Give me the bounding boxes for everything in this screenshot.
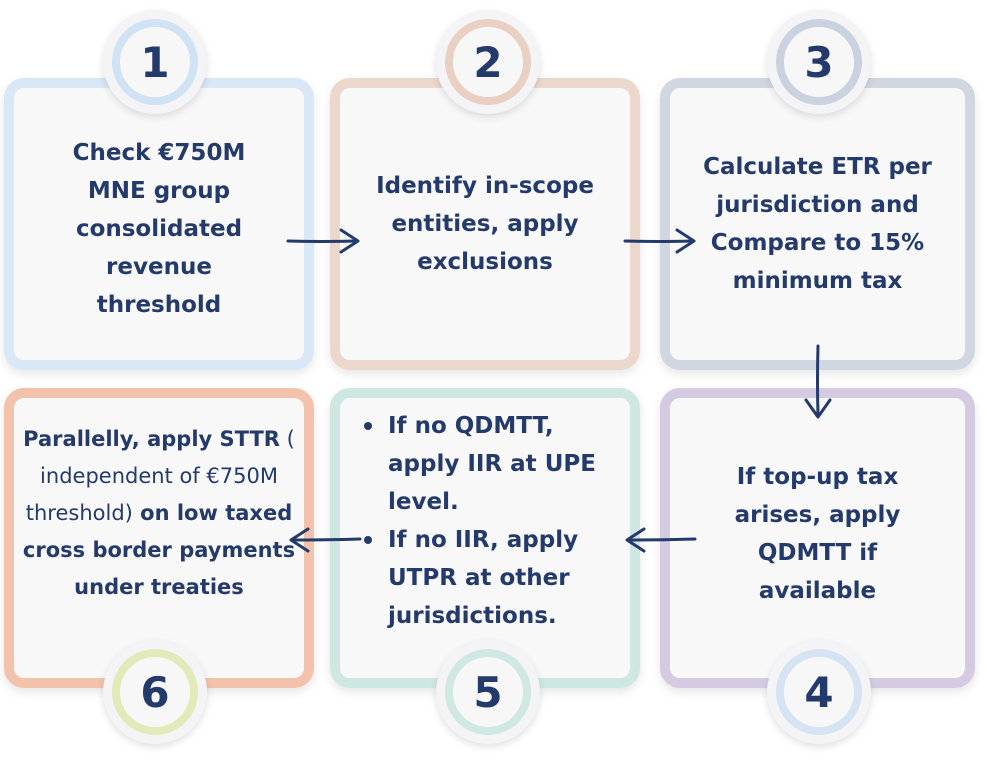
step-6-number: 6	[140, 667, 170, 717]
step-2-number: 2	[473, 37, 503, 87]
step-6-text: Parallelly, apply STTR ( independent of …	[19, 421, 299, 606]
step-4-number: 4	[804, 667, 834, 717]
step-5-badge: 5	[436, 640, 540, 744]
step-4-text: If top-up tax arises, apply QDMTT if ava…	[734, 464, 901, 604]
step-5-bullet-1: If no QDMTT, apply IIR at UPE level.	[360, 407, 610, 521]
step-1-number: 1	[140, 37, 170, 87]
step-5-bullet-2: If no IIR, apply UTPR at other jurisdict…	[360, 521, 610, 635]
step-4-badge: 4	[767, 640, 871, 744]
step-6-text-bold-1: Parallelly, apply STTR	[23, 426, 280, 451]
step-6-text-light: ( independent of €750M threshold)	[25, 426, 295, 525]
step-1-badge: 1	[103, 10, 207, 114]
step-1-text: Check €750M MNE group consolidated reven…	[72, 140, 246, 318]
step-3-badge: 3	[767, 10, 871, 114]
step-2-text: Identify in-scope entities, apply exclus…	[376, 173, 594, 275]
step-5-bullet-list: If no QDMTT, apply IIR at UPE level. If …	[360, 407, 610, 635]
step-3-number: 3	[804, 37, 834, 87]
step-3-text: Calculate ETR per jurisdiction and Compa…	[703, 154, 932, 294]
arrow-right-icon-2-to-3	[623, 228, 696, 254]
step-1-card: Check €750M MNE group consolidated reven…	[4, 78, 314, 370]
step-5-number: 5	[473, 667, 503, 717]
arrow-left-icon-4-to-5	[625, 527, 697, 553]
step-2-card: Identify in-scope entities, apply exclus…	[330, 78, 640, 370]
step-5-card: If no QDMTT, apply IIR at UPE level. If …	[330, 388, 640, 688]
step-6-badge: 6	[103, 640, 207, 744]
arrow-down-icon-3-to-4	[804, 344, 832, 419]
arrow-left-icon-5-to-6	[289, 527, 362, 553]
step-6-text-bold-2: on low taxed cross border payments under…	[22, 500, 296, 599]
step-2-badge: 2	[436, 10, 540, 114]
arrow-right-icon-1-to-2	[286, 228, 360, 254]
